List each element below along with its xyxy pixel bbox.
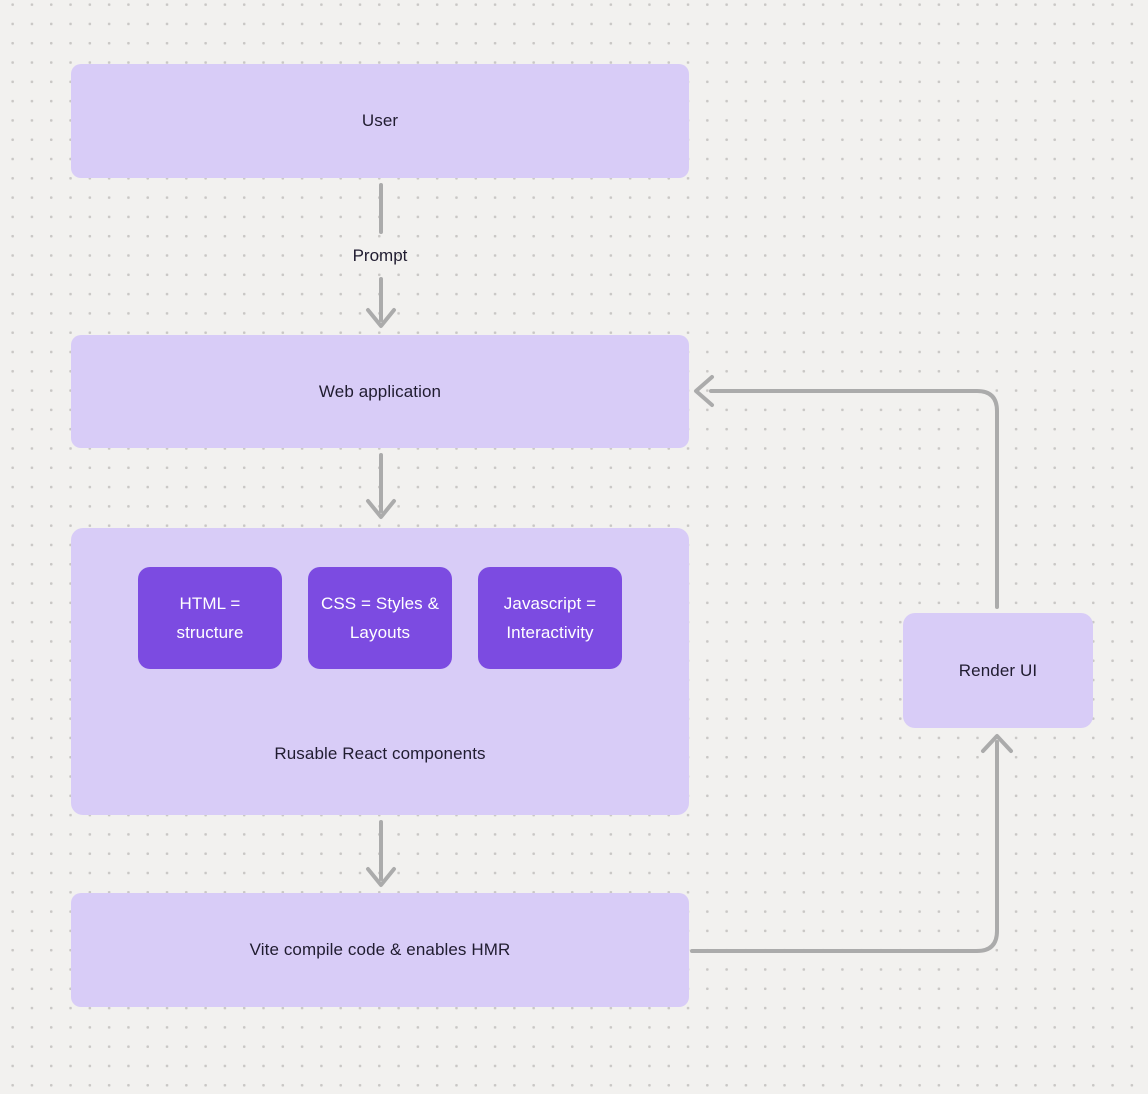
chip-html-structure[interactable]: HTML = structure — [138, 567, 282, 669]
edge-vite-renderui — [690, 740, 999, 953]
arrowhead-down-vite-icon — [366, 867, 396, 887]
chip-javascript-interactivity-label: Javascript = Interactivity — [503, 594, 597, 642]
node-web-application-label: Web application — [318, 381, 442, 401]
node-user-label: User — [361, 111, 399, 130]
node-user[interactable]: User — [71, 64, 689, 178]
arrowhead-down-group-icon — [366, 499, 396, 519]
edge-label-prompt: Prompt — [352, 246, 408, 265]
edge-renderui-webapp — [709, 389, 999, 609]
node-render-ui-label: Render UI — [958, 660, 1038, 680]
arrowhead-left-webapp-icon — [694, 375, 714, 407]
chip-css-styles-label: CSS = Styles & Layouts — [320, 594, 440, 642]
chip-html-structure-label: HTML = structure — [176, 594, 244, 642]
node-web-application[interactable]: Web application — [71, 335, 689, 448]
node-vite-compile-label: Vite compile code & enables HMR — [249, 940, 511, 959]
arrowhead-up-renderui-icon — [981, 734, 1013, 753]
node-render-ui[interactable]: Render UI — [903, 613, 1093, 728]
arrowhead-down-webapp-icon — [366, 308, 396, 328]
node-components-group[interactable]: HTML = structure CSS = Styles & Layouts … — [71, 528, 689, 815]
chip-javascript-interactivity[interactable]: Javascript = Interactivity — [478, 567, 622, 669]
components-group-caption: Rusable React components — [274, 744, 486, 763]
chip-css-styles[interactable]: CSS = Styles & Layouts — [308, 567, 452, 669]
node-vite-compile[interactable]: Vite compile code & enables HMR — [71, 893, 689, 1007]
